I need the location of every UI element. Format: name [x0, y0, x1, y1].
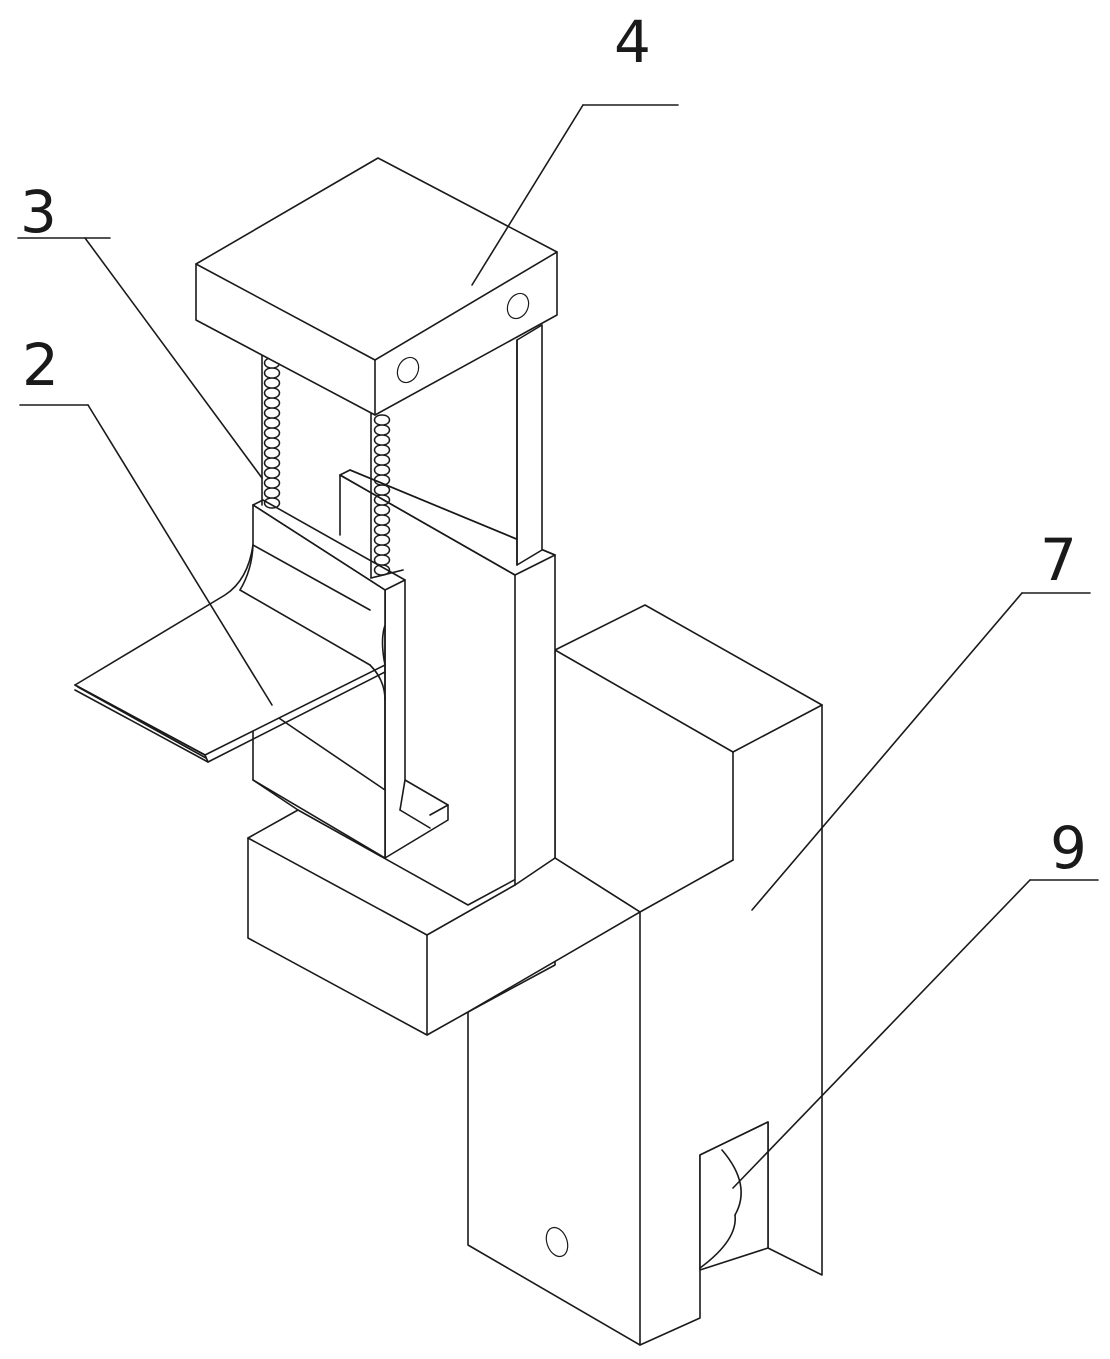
callout-2: 2 [22, 331, 59, 399]
callout-4: 4 [614, 8, 651, 76]
hole-lower-body [545, 1226, 569, 1258]
callout-9: 9 [1050, 814, 1087, 882]
clamp-slider [252, 499, 449, 859]
top-block-4 [195, 157, 558, 416]
platform-plate-2 [74, 504, 386, 763]
callout-3: 3 [20, 178, 57, 246]
main-body-7 [467, 604, 823, 1346]
spring-right-3 [370, 411, 404, 579]
hole-top-block-side [506, 292, 530, 320]
leader-lines [17, 104, 1099, 1189]
spring-left-3 [261, 354, 281, 509]
guide-post [516, 324, 543, 566]
callout-7: 7 [1040, 526, 1077, 594]
roller-9 [699, 1121, 769, 1271]
hole-top-block-front [396, 356, 420, 384]
